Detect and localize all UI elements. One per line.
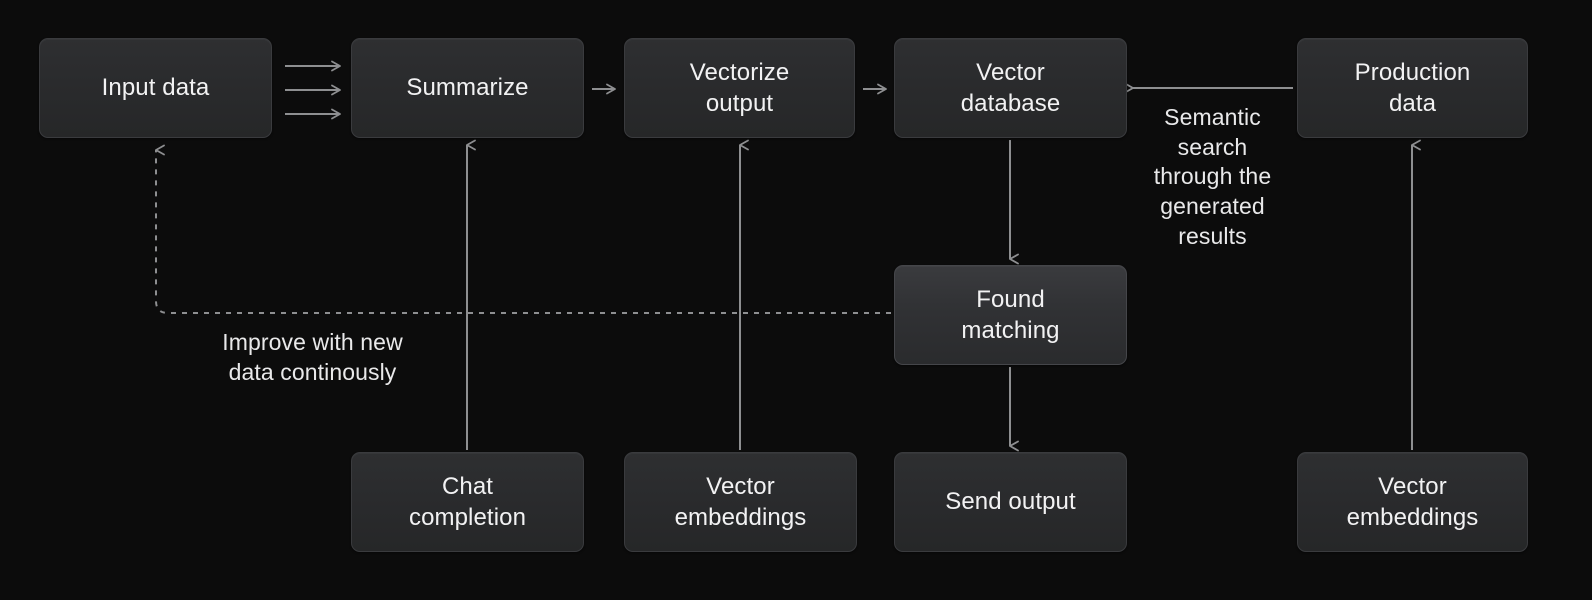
node-send-output[interactable]: Send output: [894, 452, 1127, 552]
node-vector-database-label: Vector database: [960, 58, 1061, 117]
node-found-matching-label: Found matching: [961, 285, 1060, 344]
node-summarize-label: Summarize: [406, 74, 529, 102]
node-input-data-label: Input data: [101, 74, 210, 102]
edge-label-semantic-search: Semantic search through the generated re…: [1153, 104, 1272, 249]
node-vectorize-output[interactable]: Vectorize output: [624, 38, 855, 138]
node-chat-completion[interactable]: Chat completion: [351, 452, 584, 552]
node-send-output-label: Send output: [945, 488, 1076, 516]
connector-found-matching-to-input-feedback: [155, 144, 891, 314]
node-summarize[interactable]: Summarize: [351, 38, 584, 138]
edge-label-improve-loop: Improve with new data continously: [222, 329, 403, 385]
node-found-matching[interactable]: Found matching: [894, 265, 1127, 365]
node-vector-embeddings-right-label: Vector embeddings: [1346, 472, 1479, 531]
node-production-data-label: Production data: [1354, 58, 1471, 117]
node-vector-embeddings-left[interactable]: Vector embeddings: [624, 452, 857, 552]
node-chat-completion-label: Chat completion: [408, 472, 527, 531]
node-vectorize-output-label: Vectorize output: [689, 58, 790, 117]
node-production-data[interactable]: Production data: [1297, 38, 1528, 138]
node-vector-embeddings-right[interactable]: Vector embeddings: [1297, 452, 1528, 552]
node-input-data[interactable]: Input data: [39, 38, 272, 138]
node-vector-embeddings-left-label: Vector embeddings: [674, 472, 807, 531]
node-vector-database[interactable]: Vector database: [894, 38, 1127, 138]
